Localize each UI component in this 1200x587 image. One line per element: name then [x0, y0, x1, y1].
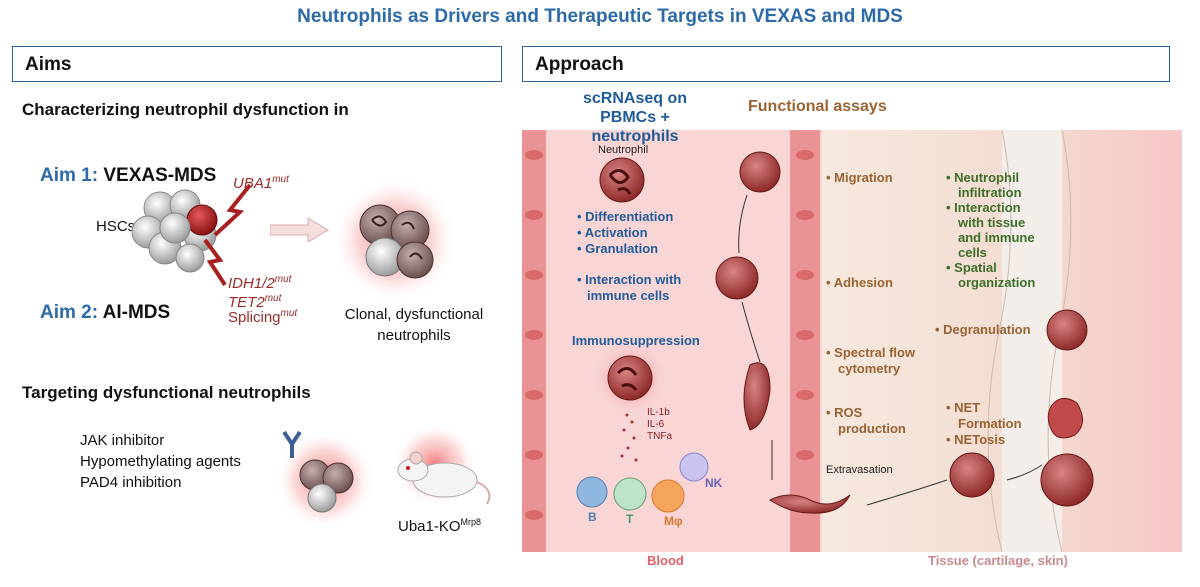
cytokine-item: IL-6 [647, 419, 665, 430]
scrnaseq-heading: scRNAseq on PBMCs + neutrophils [582, 90, 688, 145]
cytokine-item: IL-1b [647, 407, 670, 418]
progression-arrow-icon [270, 218, 329, 242]
neutrophil-cells-illustration [576, 151, 1094, 514]
mutation-lightning-icon [203, 183, 252, 287]
readout-item: • Activation [577, 225, 648, 240]
aim2-label: Aim 2: AI-MDS [40, 302, 170, 324]
cytokine-item: TNFa [647, 431, 672, 442]
tissue-label: Tissue (cartilage, skin) [928, 553, 1068, 568]
extravasation-label: Extravasation [826, 464, 893, 476]
antibody-icon [282, 430, 302, 458]
tissue-readouts: • Neutrophil infiltration • Interaction … [946, 170, 1036, 290]
targeted-neutrophils-illustration [275, 430, 375, 530]
mouse-illustration [393, 423, 491, 507]
scrnaseq-readouts: • Differentiation • Activation • Granula… [577, 209, 673, 257]
blood-label: Blood [647, 553, 684, 568]
readout-item: • Granulation [577, 241, 659, 256]
hsc-cell [159, 212, 191, 244]
aim2-number: Aim 2: [40, 302, 99, 323]
aims-section1-heading: Characterizing neutrophil dysfunction in [22, 100, 349, 119]
assay-spectral-flow: • Spectral flow cytometry [826, 345, 916, 376]
aim1-text: VEXAS-MDS [103, 165, 217, 186]
tet2-mutation: TET2mut [228, 293, 282, 311]
mouse-model-label: Uba1-KOMrp8 [398, 517, 482, 535]
therapy-item: JAK inhibitor [80, 432, 165, 449]
interaction-readout: • Interaction with immune cells [577, 272, 682, 303]
blood-tissue-background [522, 130, 1182, 552]
functional-assays-heading: Functional assays [748, 98, 887, 115]
clonal-neutrophils-illustration [332, 177, 458, 303]
approach-header: Approach [522, 46, 1170, 82]
b-cell-label: B [588, 510, 597, 524]
t-cell-label: T [626, 512, 634, 526]
neutrophil-label: Neutrophil [598, 144, 649, 156]
hsc-cell [175, 243, 205, 273]
cytokine-list: IL-1b IL-6 TNFa [647, 407, 672, 443]
idh-mutation: IDH1/2mut [228, 274, 292, 292]
splicing-mutation: Splicingmut [228, 308, 298, 326]
degranulation-label: • Degranulation [935, 322, 1031, 337]
uba1-mutation: UBA1mut [233, 174, 289, 192]
aim1-number: Aim 1: [40, 165, 99, 186]
aims-header: Aims [12, 46, 502, 82]
therapy-item: PAD4 inhibition [80, 474, 182, 491]
aims-section2-heading: Targeting dysfunctional neutrophils [22, 383, 311, 402]
immunosuppression-label: Immunosuppression [572, 333, 700, 348]
macrophage-label: Mφ [664, 514, 683, 528]
aim2-text: AI-MDS [102, 302, 171, 323]
therapy-list: JAK inhibitor Hypomethylating agents PAD… [80, 430, 241, 493]
clonal-neutrophils-label: Clonal, dysfunctional neutrophils [344, 306, 484, 344]
diagram-title: Neutrophils as Drivers and Therapeutic T… [297, 6, 903, 27]
assay-migration: • Migration [826, 170, 893, 185]
nk-cell-label: NK [705, 476, 723, 490]
hscs-label: HSCs [96, 218, 136, 235]
readout-item: • Differentiation [577, 209, 674, 224]
assay-ros: • ROS production [826, 405, 906, 436]
therapy-item: Hypomethylating agents [80, 453, 241, 470]
aim1-label: Aim 1: VEXAS-MDS [40, 165, 216, 187]
net-formation-label: • NET Formation • NETosis [946, 400, 1022, 447]
assay-adhesion: • Adhesion [826, 275, 893, 290]
